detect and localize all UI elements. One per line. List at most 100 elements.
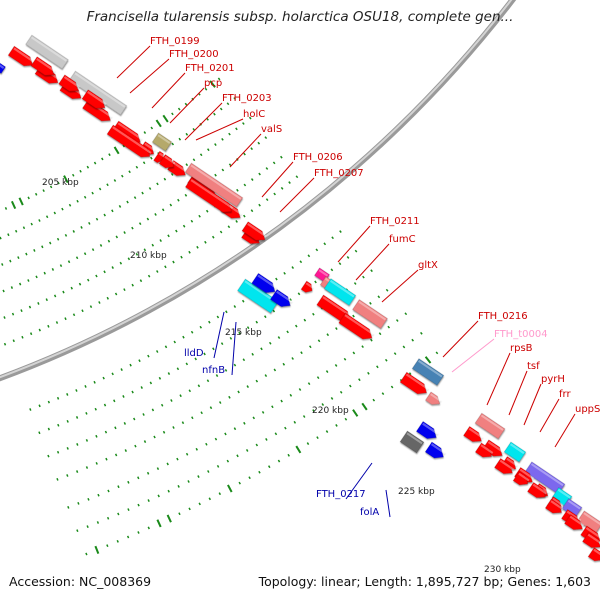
- scale-tick-mark: [291, 266, 295, 270]
- scale-tick-mark: [4, 207, 8, 210]
- gene-leader-line: [355, 243, 390, 281]
- feature-arrow: [184, 177, 234, 213]
- scale-tick-mark: [38, 328, 41, 332]
- scale-tick-mark: [123, 231, 126, 234]
- feature-arrow: [512, 471, 530, 486]
- scale-tick-mark: [185, 132, 189, 136]
- scale-tick-mark: [7, 233, 10, 237]
- scale-tick-mark: [280, 186, 284, 190]
- scale-tick-mark: [209, 406, 213, 410]
- scale-tick-mark: [242, 358, 246, 362]
- scale-tick-mark: [75, 389, 78, 392]
- scale-tick-mark: [238, 481, 241, 485]
- scale-tick-mark: [41, 245, 44, 249]
- scale-tick-mark: [233, 97, 237, 100]
- scale-tick-mark: [408, 372, 412, 376]
- scale-tick-mark: [204, 240, 207, 244]
- scale-tick-label: 215 kbp: [225, 328, 262, 338]
- sequence-backbone: [0, 0, 517, 382]
- scale-tick-mark: [34, 192, 38, 196]
- scale-tick-mark: [243, 183, 247, 187]
- scale-tick-mark: [370, 338, 373, 342]
- scale-tick-mark: [352, 314, 355, 318]
- scale-tick-mark: [395, 319, 399, 322]
- gene-label-fumc: fumC: [389, 234, 416, 245]
- scale-tick-mark: [185, 362, 189, 366]
- scale-tick-mark: [63, 175, 69, 184]
- scale-tick-mark: [228, 395, 231, 399]
- scale-tick-mark: [265, 198, 269, 202]
- gene-leader-line: [129, 58, 170, 94]
- scale-tick-mark: [378, 332, 382, 336]
- gene-label-holc: holC: [243, 109, 265, 120]
- scale-tick-mark: [102, 376, 105, 380]
- scale-tick-mark: [150, 126, 154, 130]
- scale-tick-mark: [85, 466, 89, 469]
- scale-tick-mark: [325, 430, 329, 433]
- scale-tick-mark: [198, 502, 201, 506]
- feature-arrow: [106, 124, 152, 158]
- scale-tick-mark: [95, 462, 98, 465]
- scale-tick-mark: [188, 507, 191, 511]
- scale-tick-mark: [101, 157, 104, 161]
- gene-label-pyrh: pyrH: [541, 374, 565, 385]
- scale-tick-mark: [81, 309, 84, 313]
- gene-leader-line: [442, 320, 479, 358]
- scale-tick-mark: [162, 430, 166, 434]
- accession-text: Accession: NC_008369: [9, 574, 152, 589]
- scale-tick-mark: [188, 250, 191, 254]
- scale-tick-mark: [99, 244, 103, 247]
- scale-tick-mark: [233, 427, 237, 431]
- scale-tick-mark: [214, 437, 218, 441]
- feature-box: [184, 162, 244, 208]
- feature-arrow: [58, 74, 80, 92]
- scale-tick-mark: [167, 234, 170, 238]
- scale-tick-mark: [17, 256, 20, 259]
- scale-tick-label: 225 kbp: [398, 487, 435, 497]
- scale-tick-mark: [157, 494, 160, 498]
- scale-tick-mark: [135, 252, 139, 256]
- scale-tick-mark: [122, 395, 125, 398]
- scale-tick-mark: [224, 368, 228, 372]
- scale-tick-mark: [227, 484, 233, 493]
- scale-tick-mark: [260, 347, 263, 351]
- scale-tick-mark: [28, 305, 32, 309]
- scale-tick-mark: [286, 330, 289, 334]
- scale-tick-mark: [255, 379, 259, 383]
- scale-tick-mark: [2, 289, 5, 293]
- scale-tick-mark: [203, 352, 206, 356]
- scale-tick-mark: [18, 282, 22, 286]
- scale-tick-mark: [228, 132, 231, 136]
- scale-tick-mark: [129, 363, 132, 367]
- scale-tick-mark: [268, 341, 272, 345]
- scale-tick-mark: [66, 393, 69, 396]
- scale-tick-mark: [361, 345, 364, 349]
- scale-tick-mark: [188, 389, 192, 393]
- scale-tick-mark: [216, 315, 220, 319]
- scale-tick-mark: [181, 421, 185, 425]
- scale-tick-mark: [330, 268, 334, 272]
- scale-tick-mark: [187, 480, 190, 483]
- scale-tick-mark: [124, 449, 127, 452]
- scale-tick-mark: [258, 203, 261, 207]
- feature-box: [323, 278, 357, 306]
- scale-tick-mark: [47, 324, 50, 328]
- scale-tick-mark: [205, 209, 209, 213]
- scale-tick-mark: [213, 112, 216, 116]
- scale-tick-mark: [67, 260, 71, 264]
- scale-tick-mark: [257, 141, 261, 145]
- scale-tick-mark: [148, 187, 152, 190]
- scale-tick-mark: [161, 208, 165, 212]
- scale-tick-mark: [206, 117, 209, 121]
- scale-tick-mark: [53, 294, 57, 298]
- scale-tick-mark: [424, 356, 432, 364]
- gene-label-frr: frr: [559, 389, 571, 400]
- scale-tick-mark: [236, 188, 239, 192]
- scale-tick-mark: [119, 261, 123, 265]
- scale-tick-mark: [158, 376, 162, 380]
- scale-tick-mark: [1, 263, 4, 266]
- feature-box: [151, 132, 173, 152]
- feature-arrow: [158, 154, 176, 169]
- scale-tick-mark: [358, 378, 361, 382]
